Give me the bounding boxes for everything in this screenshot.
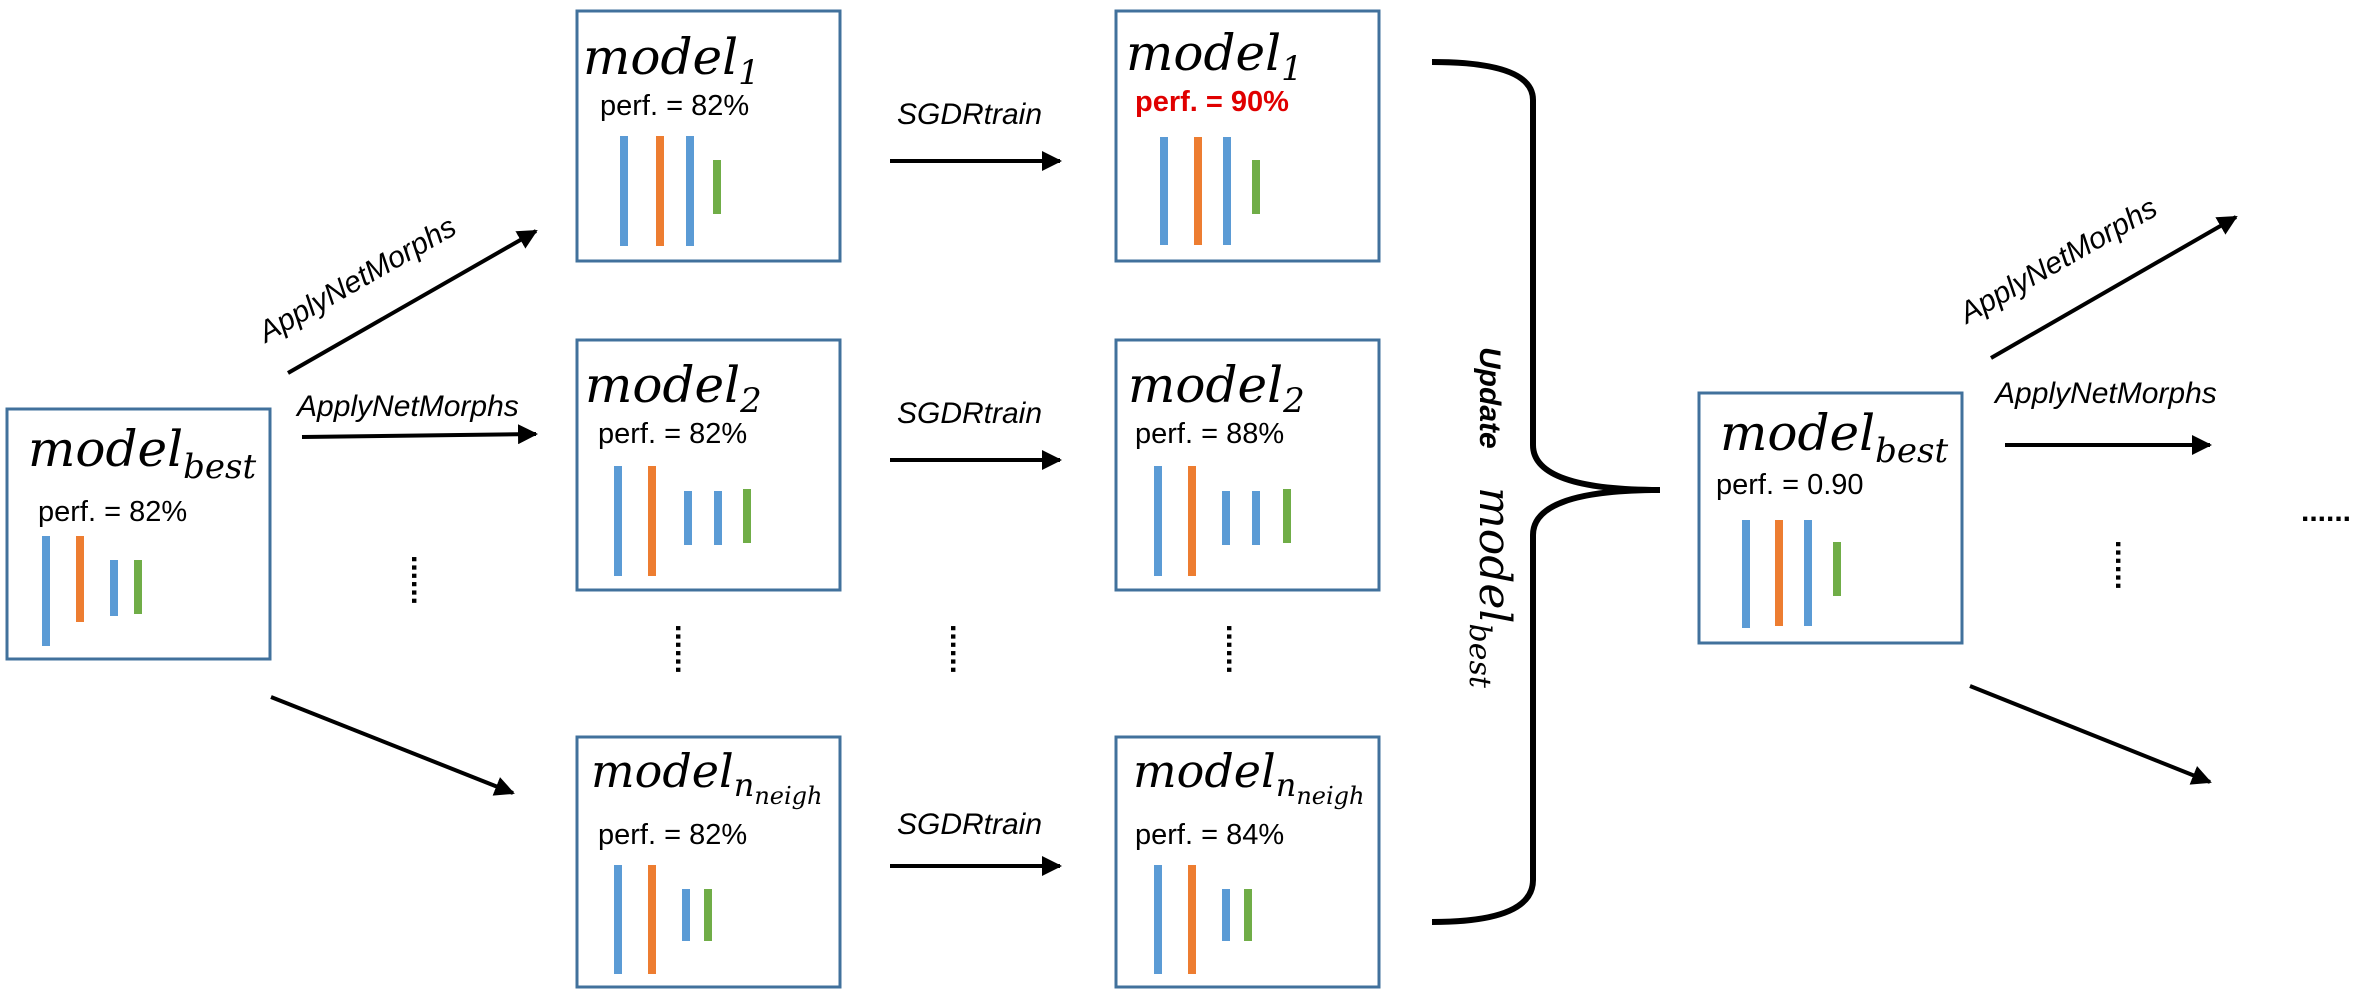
label-sgdr-2: SGDRtrain bbox=[897, 397, 1042, 430]
svg-text:modelnneigh: modelnneigh bbox=[1133, 744, 1364, 810]
model-box-best-right: modelbest perf. = 0.90 bbox=[1697, 391, 1964, 645]
ellipsis-right-continue: ...... bbox=[2301, 495, 2351, 528]
arrow-apply-right-n bbox=[1969, 684, 2212, 785]
svg-text:model1: model1 bbox=[583, 28, 760, 93]
ellipsis-left: ...... bbox=[405, 555, 438, 605]
model-subscript: 1 bbox=[738, 53, 760, 93]
model-name: model bbox=[1720, 404, 1875, 462]
model-subscript: best bbox=[183, 447, 256, 487]
model-name: model bbox=[585, 356, 740, 414]
curly-brace bbox=[1431, 59, 1661, 925]
label-sgdr-n: SGDRtrain bbox=[897, 808, 1042, 841]
model-box-neighbor-2: model2 perf. = 82% bbox=[575, 338, 842, 592]
svg-text:modelbest: modelbest bbox=[1720, 404, 1948, 471]
model-name: model bbox=[1128, 356, 1283, 414]
perf-text: perf. = 0.90 bbox=[1716, 469, 1864, 501]
model-subscript: best bbox=[1875, 431, 1948, 471]
label-update: Update bbox=[1473, 347, 1506, 449]
ellipsis-trained: ...... bbox=[1220, 624, 1253, 674]
svg-text:model1: model1 bbox=[1126, 24, 1303, 89]
label-apply-right-2: ApplyNetMorphs bbox=[1993, 377, 2217, 410]
arrow-apply-n bbox=[270, 695, 515, 796]
model-subscript: 1 bbox=[1281, 49, 1303, 89]
svg-text:model2: model2 bbox=[1128, 356, 1305, 421]
label-apply-right-1: ApplyNetMorphs bbox=[1952, 191, 2163, 331]
model-box-neighbor-1: model1 perf. = 82% bbox=[575, 9, 842, 263]
label-apply-2: ApplyNetMorphs bbox=[295, 390, 519, 423]
model-name: model bbox=[1133, 744, 1276, 798]
update-model-subscript: best bbox=[1462, 624, 1497, 689]
model-box-neighbor-n: modelnneigh perf. = 82% bbox=[575, 735, 842, 989]
perf-text: perf. = 82% bbox=[600, 90, 749, 122]
perf-text: perf. = 82% bbox=[598, 819, 747, 851]
label-update-model: modelbest bbox=[1462, 487, 1520, 689]
label-apply-1: ApplyNetMorphs bbox=[251, 210, 462, 350]
model-subsubscript: neigh bbox=[1296, 782, 1364, 810]
model-subsubscript: neigh bbox=[754, 782, 822, 810]
arrow-apply-right-1 bbox=[1990, 215, 2238, 360]
svg-text:modelbest: modelbest bbox=[28, 420, 256, 487]
model-box-trained-2: model2 perf. = 88% bbox=[1114, 338, 1381, 592]
model-subscript: n bbox=[734, 766, 755, 804]
svg-text:model2: model2 bbox=[585, 356, 762, 421]
arrow-apply-1 bbox=[287, 229, 538, 375]
model-subscript: 2 bbox=[1282, 381, 1305, 421]
model-box-best-left: modelbest perf. = 82% bbox=[5, 407, 272, 661]
model-name: model bbox=[583, 28, 738, 86]
update-model-name: model bbox=[1469, 487, 1520, 624]
perf-text-highlight: perf. = 90% bbox=[1135, 86, 1289, 118]
arrow-apply-2 bbox=[301, 424, 538, 445]
ellipsis-right-vertical: ...... bbox=[2109, 540, 2142, 590]
model-box-trained-n: modelnneigh perf. = 84% bbox=[1114, 735, 1381, 989]
perf-text: perf. = 82% bbox=[38, 496, 187, 528]
model-subscript: n bbox=[1276, 766, 1297, 804]
ellipsis-neighbors: ...... bbox=[669, 624, 702, 674]
ellipsis-train: ...... bbox=[944, 624, 977, 674]
model-name: model bbox=[1126, 24, 1281, 82]
perf-text: perf. = 82% bbox=[598, 418, 747, 450]
model-box-trained-1: model1 perf. = 90% bbox=[1114, 9, 1381, 263]
perf-text: perf. = 84% bbox=[1135, 819, 1284, 851]
perf-text: perf. = 88% bbox=[1135, 418, 1284, 450]
label-sgdr-1: SGDRtrain bbox=[897, 98, 1042, 131]
model-name: model bbox=[28, 420, 183, 478]
svg-text:modelnneigh: modelnneigh bbox=[591, 744, 822, 810]
model-name: model bbox=[591, 744, 734, 798]
model-subscript: 2 bbox=[739, 381, 762, 421]
